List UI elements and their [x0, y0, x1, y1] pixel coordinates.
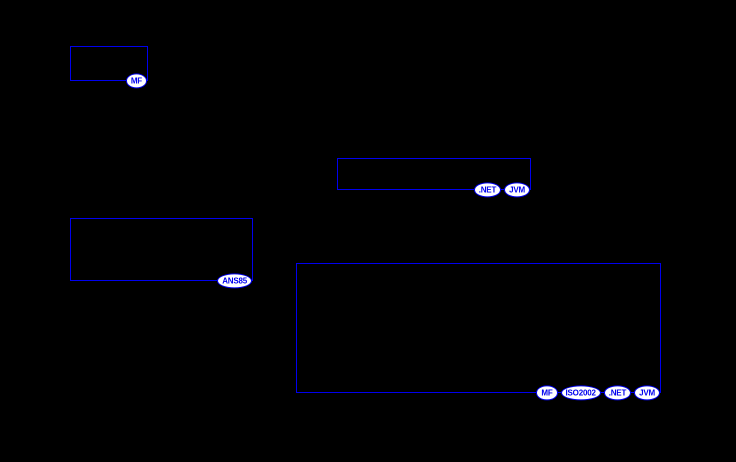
- dialect-badge-dotnet: .NET: [473, 182, 502, 198]
- dialect-badge-mf: MF: [536, 385, 558, 401]
- syntax-box-4: MF ISO2002 .NET JVM: [296, 263, 661, 401]
- syntax-box-2: .NET JVM: [337, 158, 531, 198]
- syntax-box-3: ANS85: [70, 218, 253, 289]
- dialect-badge-jvm: JVM: [634, 385, 660, 401]
- dialect-badge-group: MF ISO2002 .NET JVM: [536, 385, 660, 401]
- dialect-badge-group: .NET JVM: [473, 182, 530, 198]
- dialect-badge-group: MF: [125, 73, 147, 89]
- dialect-badge-dotnet: .NET: [603, 385, 632, 401]
- dialect-badge-mf: MF: [125, 73, 147, 89]
- dialect-badge-iso2002: ISO2002: [560, 385, 601, 401]
- dialect-badge-jvm: JVM: [504, 182, 530, 198]
- dialect-badge-group: ANS85: [217, 273, 252, 289]
- dialect-badge-ans85: ANS85: [217, 273, 252, 289]
- syntax-box-1: MF: [70, 46, 148, 89]
